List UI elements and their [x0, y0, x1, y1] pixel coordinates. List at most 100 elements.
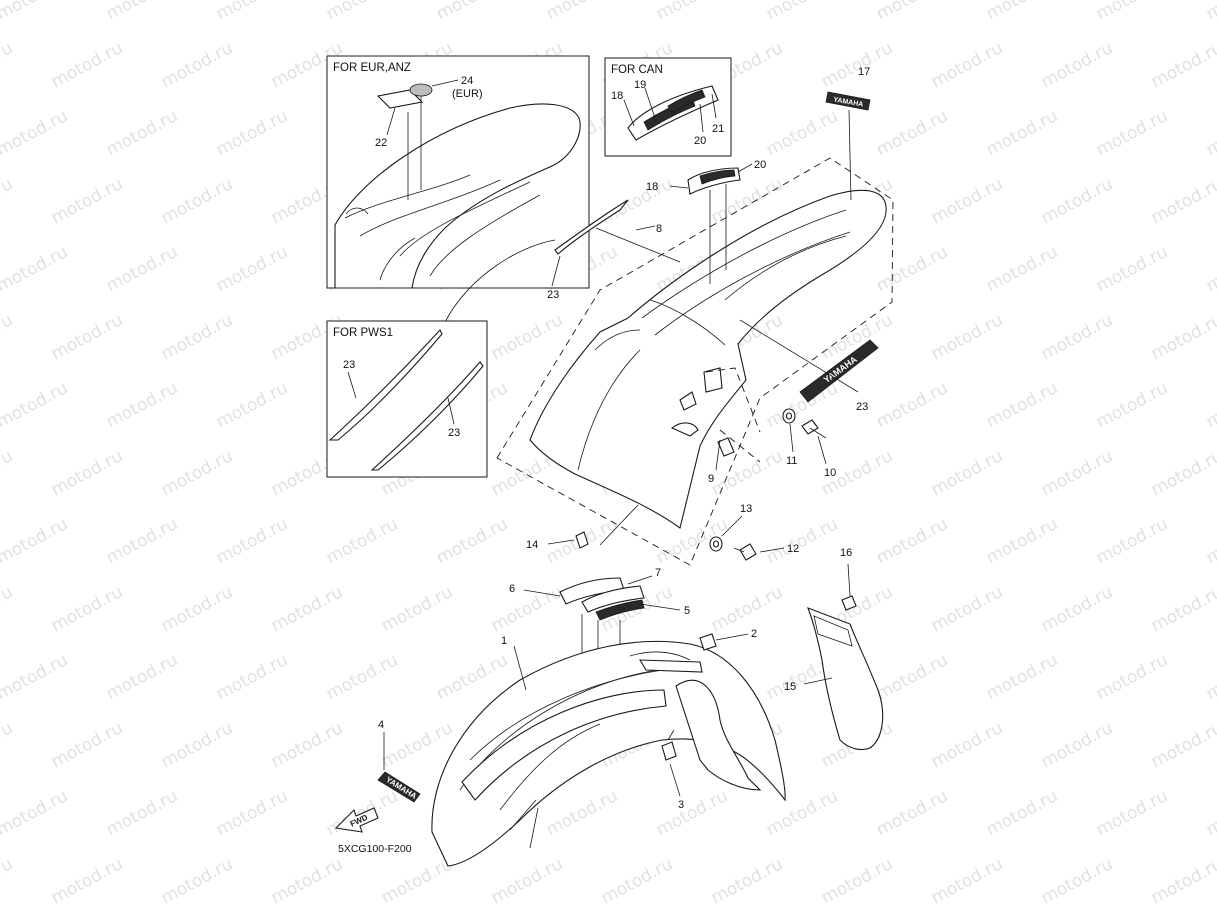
watermark-text: motod.ru: [983, 106, 1061, 160]
callout-11: 11: [786, 455, 797, 467]
watermark-text: motod.ru: [873, 242, 951, 296]
watermark-text: motod.ru: [928, 854, 1006, 908]
watermark-text: motod.ru: [1038, 718, 1116, 772]
watermark-text: motod.ru: [0, 786, 71, 840]
watermark-text: motod.ru: [598, 854, 676, 908]
watermark-text: motod.ru: [103, 0, 181, 24]
watermark-text: motod.ru: [983, 514, 1061, 568]
watermark-text: motod.ru: [48, 718, 126, 772]
watermark-text: motod.ru: [1038, 174, 1116, 228]
watermark-text: motod.ru: [983, 242, 1061, 296]
callout-20: 20: [754, 159, 766, 171]
watermark-text: motod.ru: [0, 174, 16, 228]
callout-3: 3: [678, 799, 684, 811]
callout-2: 2: [751, 628, 757, 640]
watermark-text: motod.ru: [1203, 0, 1217, 24]
callout-eur-22: 22: [375, 137, 387, 149]
callout-labels: 1 2 3 4 5 6 7 8 9 10 11 12 13 14 15 16 1…: [338, 66, 870, 855]
watermark-text: motod.ru: [708, 446, 786, 500]
watermark-text: motod.ru: [213, 242, 291, 296]
watermark-text: motod.ru: [708, 854, 786, 908]
watermark-text: motod.ru: [928, 582, 1006, 636]
watermark-text: motod.ru: [48, 310, 126, 364]
watermark-text: motod.ru: [0, 0, 71, 24]
box-pws1: FOR PWS1 23 23: [326, 320, 488, 478]
callout-eur-24-note: (EUR): [452, 88, 483, 100]
watermark-text: motod.ru: [48, 174, 126, 228]
watermark-text: motod.ru: [213, 786, 291, 840]
watermark-text: motod.ru: [0, 854, 16, 908]
watermark-text: motod.ru: [0, 582, 16, 636]
watermark-text: motod.ru: [543, 786, 621, 840]
callout-16: 16: [840, 547, 852, 559]
watermark-text: motod.ru: [1038, 582, 1116, 636]
decal-17: YAMAHA: [825, 91, 871, 111]
watermark-text: motod.ru: [1093, 650, 1171, 704]
watermark-text: motod.ru: [0, 310, 16, 364]
watermark-text: motod.ru: [1148, 582, 1217, 636]
mud-flap-group: [803, 563, 884, 751]
diagram-code: 5XCG100-F200: [338, 843, 412, 855]
front-fender-group: YAMAHA FWD: [334, 575, 786, 867]
callout-can-20: 20: [694, 135, 706, 147]
watermark-text: motod.ru: [763, 786, 841, 840]
watermark-text: motod.ru: [103, 786, 181, 840]
watermark-text: motod.ru: [1093, 378, 1171, 432]
callout-12: 12: [787, 543, 799, 555]
callout-5: 5: [684, 605, 690, 617]
watermark-text: motod.ru: [983, 378, 1061, 432]
watermark-text: motod.ru: [818, 854, 896, 908]
watermark-text: motod.ru: [928, 174, 1006, 228]
watermark-text: motod.ru: [158, 854, 236, 908]
watermark-text: motod.ru: [103, 378, 181, 432]
watermark-text: motod.ru: [873, 786, 951, 840]
watermark-text: motod.ru: [213, 0, 291, 24]
watermark-text: motod.ru: [0, 650, 71, 704]
watermark-text: motod.ru: [873, 106, 951, 160]
watermark-text: motod.ru: [873, 0, 951, 24]
callout-6: 6: [509, 583, 515, 595]
watermark-text: motod.ru: [1038, 854, 1116, 908]
watermark-text: motod.ru: [1038, 446, 1116, 500]
mud-flap: [807, 607, 884, 751]
watermark-text: motod.ru: [488, 310, 566, 364]
watermark-text: motod.ru: [1093, 106, 1171, 160]
box-pws1-title: FOR PWS1: [333, 327, 393, 339]
watermark-text: motod.ru: [1203, 242, 1217, 296]
callout-9: 9: [708, 473, 714, 485]
watermark-text: motod.ru: [1148, 174, 1217, 228]
watermark-text: motod.ru: [0, 718, 16, 772]
callout-14: 14: [526, 539, 538, 551]
rear-fender: [529, 189, 887, 529]
watermark-text: motod.ru: [433, 514, 511, 568]
watermark-text: motod.ru: [0, 514, 71, 568]
callout-pws1-23b: 23: [448, 427, 460, 439]
watermark-text: motod.ru: [378, 718, 456, 772]
watermark-text: motod.ru: [0, 446, 16, 500]
callout-can-19: 19: [634, 79, 646, 91]
callout-can-21: 21: [712, 123, 724, 135]
watermark-text: motod.ru: [158, 446, 236, 500]
watermark-text: motod.ru: [873, 378, 951, 432]
watermark-text: motod.ru: [873, 650, 951, 704]
callout-8: 8: [656, 223, 662, 235]
watermark-text: motod.ru: [598, 174, 676, 228]
box-eur-anz-title: FOR EUR,ANZ: [333, 62, 411, 74]
watermark-text: motod.ru: [543, 0, 621, 24]
callout-23-top: 23: [547, 289, 559, 301]
watermark-text: motod.ru: [158, 38, 236, 92]
watermark-text: motod.ru: [103, 242, 181, 296]
watermark-text: motod.ru: [763, 106, 841, 160]
callout-pws1-23a: 23: [343, 359, 355, 371]
watermark-text: motod.ru: [1093, 242, 1171, 296]
box-can: FOR CAN 19 18 20 21: [604, 57, 732, 157]
watermark-text: motod.ru: [158, 310, 236, 364]
watermark-text: motod.ru: [323, 514, 401, 568]
callout-18: 18: [646, 181, 658, 193]
watermark-text: motod.ru: [0, 38, 16, 92]
watermark-text: motod.ru: [103, 514, 181, 568]
watermark-text: motod.ru: [1203, 106, 1217, 160]
watermark-text: motod.ru: [983, 650, 1061, 704]
watermark-text: motod.ru: [268, 854, 346, 908]
